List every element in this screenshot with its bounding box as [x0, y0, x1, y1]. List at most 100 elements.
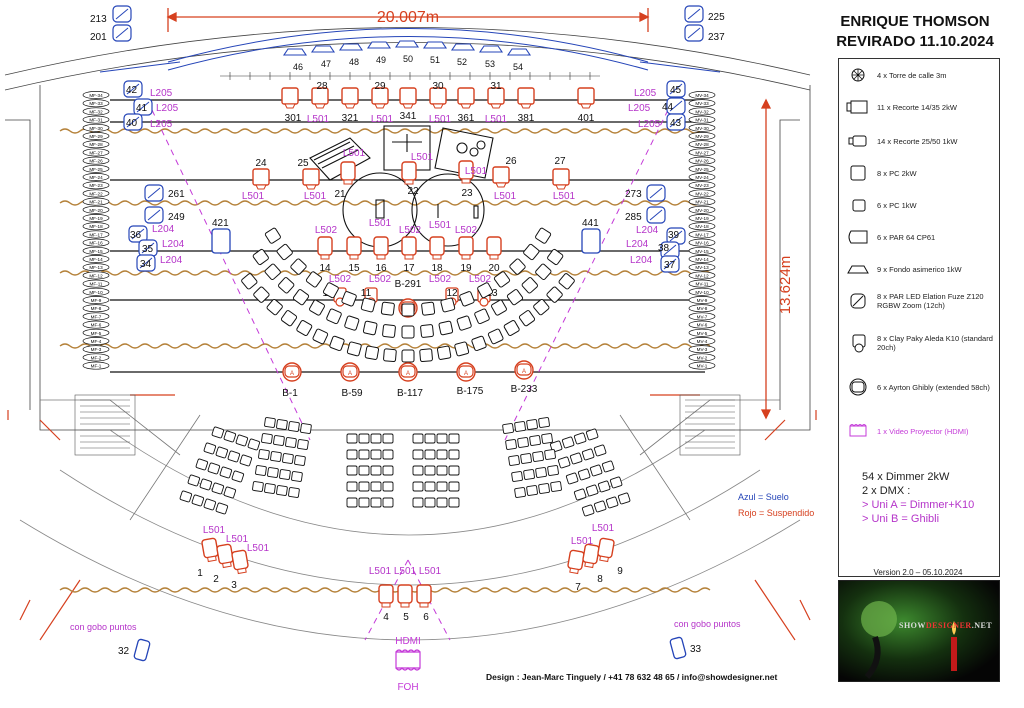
- svg-text:MF-13: MF-13: [89, 265, 103, 270]
- seat: [235, 434, 249, 447]
- seat: [261, 433, 273, 444]
- seat: [223, 486, 237, 499]
- pipe-label: MF-7: [82, 312, 110, 321]
- front-arcs: [99, 28, 721, 73]
- pipe-label: MF-5: [82, 328, 110, 337]
- gobo-numbers: 32 33: [118, 644, 702, 657]
- svg-text:MF-22: MF-22: [89, 191, 103, 196]
- flood-number: 52: [457, 57, 467, 67]
- seat: [291, 471, 303, 482]
- seat: [187, 474, 201, 487]
- seat: [523, 469, 535, 480]
- seat: [420, 324, 434, 338]
- seat: [561, 436, 575, 449]
- seat: [526, 485, 538, 496]
- svg-text:MV-20: MV-20: [695, 208, 709, 213]
- legend-text: 8 x PC 2kW: [877, 168, 917, 178]
- seat: [358, 497, 370, 508]
- legend-text: 8 x Clay Paky Aleda K10 (standard 20ch): [877, 334, 993, 352]
- svg-text:MF-12: MF-12: [89, 273, 103, 278]
- street-tower-icon: [851, 68, 865, 82]
- l501-labels-front: L501 L501 L501 L501: [307, 114, 508, 125]
- gobo-num: 32: [118, 646, 130, 657]
- seat: [436, 497, 448, 508]
- fl-num: 43: [670, 118, 682, 129]
- seat: [509, 258, 526, 275]
- pipe-label: MF-10: [82, 287, 110, 296]
- seat: [364, 345, 380, 360]
- seat: [412, 433, 424, 444]
- pipe-label: MV-9: [688, 296, 716, 304]
- pipe-label: MV-33: [688, 99, 716, 108]
- pipe-label: MF-20: [82, 205, 110, 214]
- l502-label: L502: [369, 274, 392, 285]
- svg-text:MV-3: MV-3: [697, 347, 708, 352]
- seat: [382, 465, 394, 476]
- pipe-label: MV-7: [688, 312, 716, 321]
- seat: [264, 227, 281, 244]
- svg-text:MF-2: MF-2: [91, 355, 102, 360]
- row14-num: 18: [431, 263, 443, 274]
- seat: [326, 308, 342, 325]
- pipe-label: MF-31: [82, 115, 110, 124]
- seat: [569, 452, 583, 465]
- seat: [329, 335, 345, 352]
- flood-number: 48: [349, 57, 359, 67]
- pc-1kw-icon: [852, 199, 866, 212]
- seat: [535, 227, 552, 244]
- floor-num: 37: [664, 260, 676, 271]
- svg-text:MV-26: MV-26: [695, 159, 709, 164]
- seat: [219, 466, 233, 479]
- legend-text: 9 x Fondo asimerico 1kW: [877, 264, 962, 274]
- legend-item-tower: 4 x Torre de calle 3m: [845, 65, 995, 85]
- mid-number: 27: [554, 156, 566, 167]
- seat: [276, 419, 288, 430]
- l501-label: L501: [419, 566, 442, 577]
- pipe-label: MV-18: [688, 222, 716, 231]
- gobo-num: 33: [690, 644, 702, 655]
- seat: [535, 467, 547, 478]
- svg-text:MV-5: MV-5: [697, 331, 708, 336]
- top-number: 31: [490, 81, 502, 92]
- l501-label: L501: [553, 191, 576, 202]
- svg-text:MV-11: MV-11: [696, 282, 709, 287]
- seat: [346, 433, 358, 444]
- seat: [440, 297, 456, 313]
- l501-label: L501: [394, 566, 417, 577]
- seat: [609, 476, 623, 489]
- seat: [436, 433, 448, 444]
- mid-number: 24: [255, 158, 267, 169]
- pipe-label: MV-3: [688, 345, 716, 354]
- seat: [502, 423, 514, 434]
- flood-number: 47: [321, 59, 331, 69]
- l501-label: L501: [571, 536, 594, 547]
- svg-text:MF-3: MF-3: [91, 347, 102, 352]
- seat: [412, 449, 424, 460]
- floor-num: 35: [142, 244, 154, 255]
- seat: [346, 497, 358, 508]
- l501-label: L501: [494, 191, 517, 202]
- svg-text:MV-18: MV-18: [695, 224, 709, 229]
- seat: [383, 348, 397, 363]
- seat: [344, 315, 360, 331]
- fl-num: 42: [126, 85, 138, 96]
- l501-label: L501: [592, 523, 615, 534]
- pipe-label: MF-14: [82, 255, 110, 263]
- seat: [203, 498, 217, 511]
- hdmi-label: HDMI: [395, 636, 421, 647]
- seat: [294, 455, 306, 466]
- seat: [547, 248, 564, 266]
- seat: [459, 291, 475, 307]
- floor-num: 36: [130, 230, 142, 241]
- seat: [231, 470, 245, 483]
- seat: [436, 481, 448, 492]
- l204-label: L204: [626, 239, 649, 250]
- l205-label: L205: [628, 103, 651, 114]
- bulb-icon: [861, 601, 957, 679]
- seat: [546, 286, 563, 303]
- mid-number: 25: [297, 158, 309, 169]
- seat: [290, 258, 307, 275]
- seat: [264, 483, 276, 494]
- svg-text:MF-7: MF-7: [91, 314, 102, 319]
- seat: [526, 419, 538, 430]
